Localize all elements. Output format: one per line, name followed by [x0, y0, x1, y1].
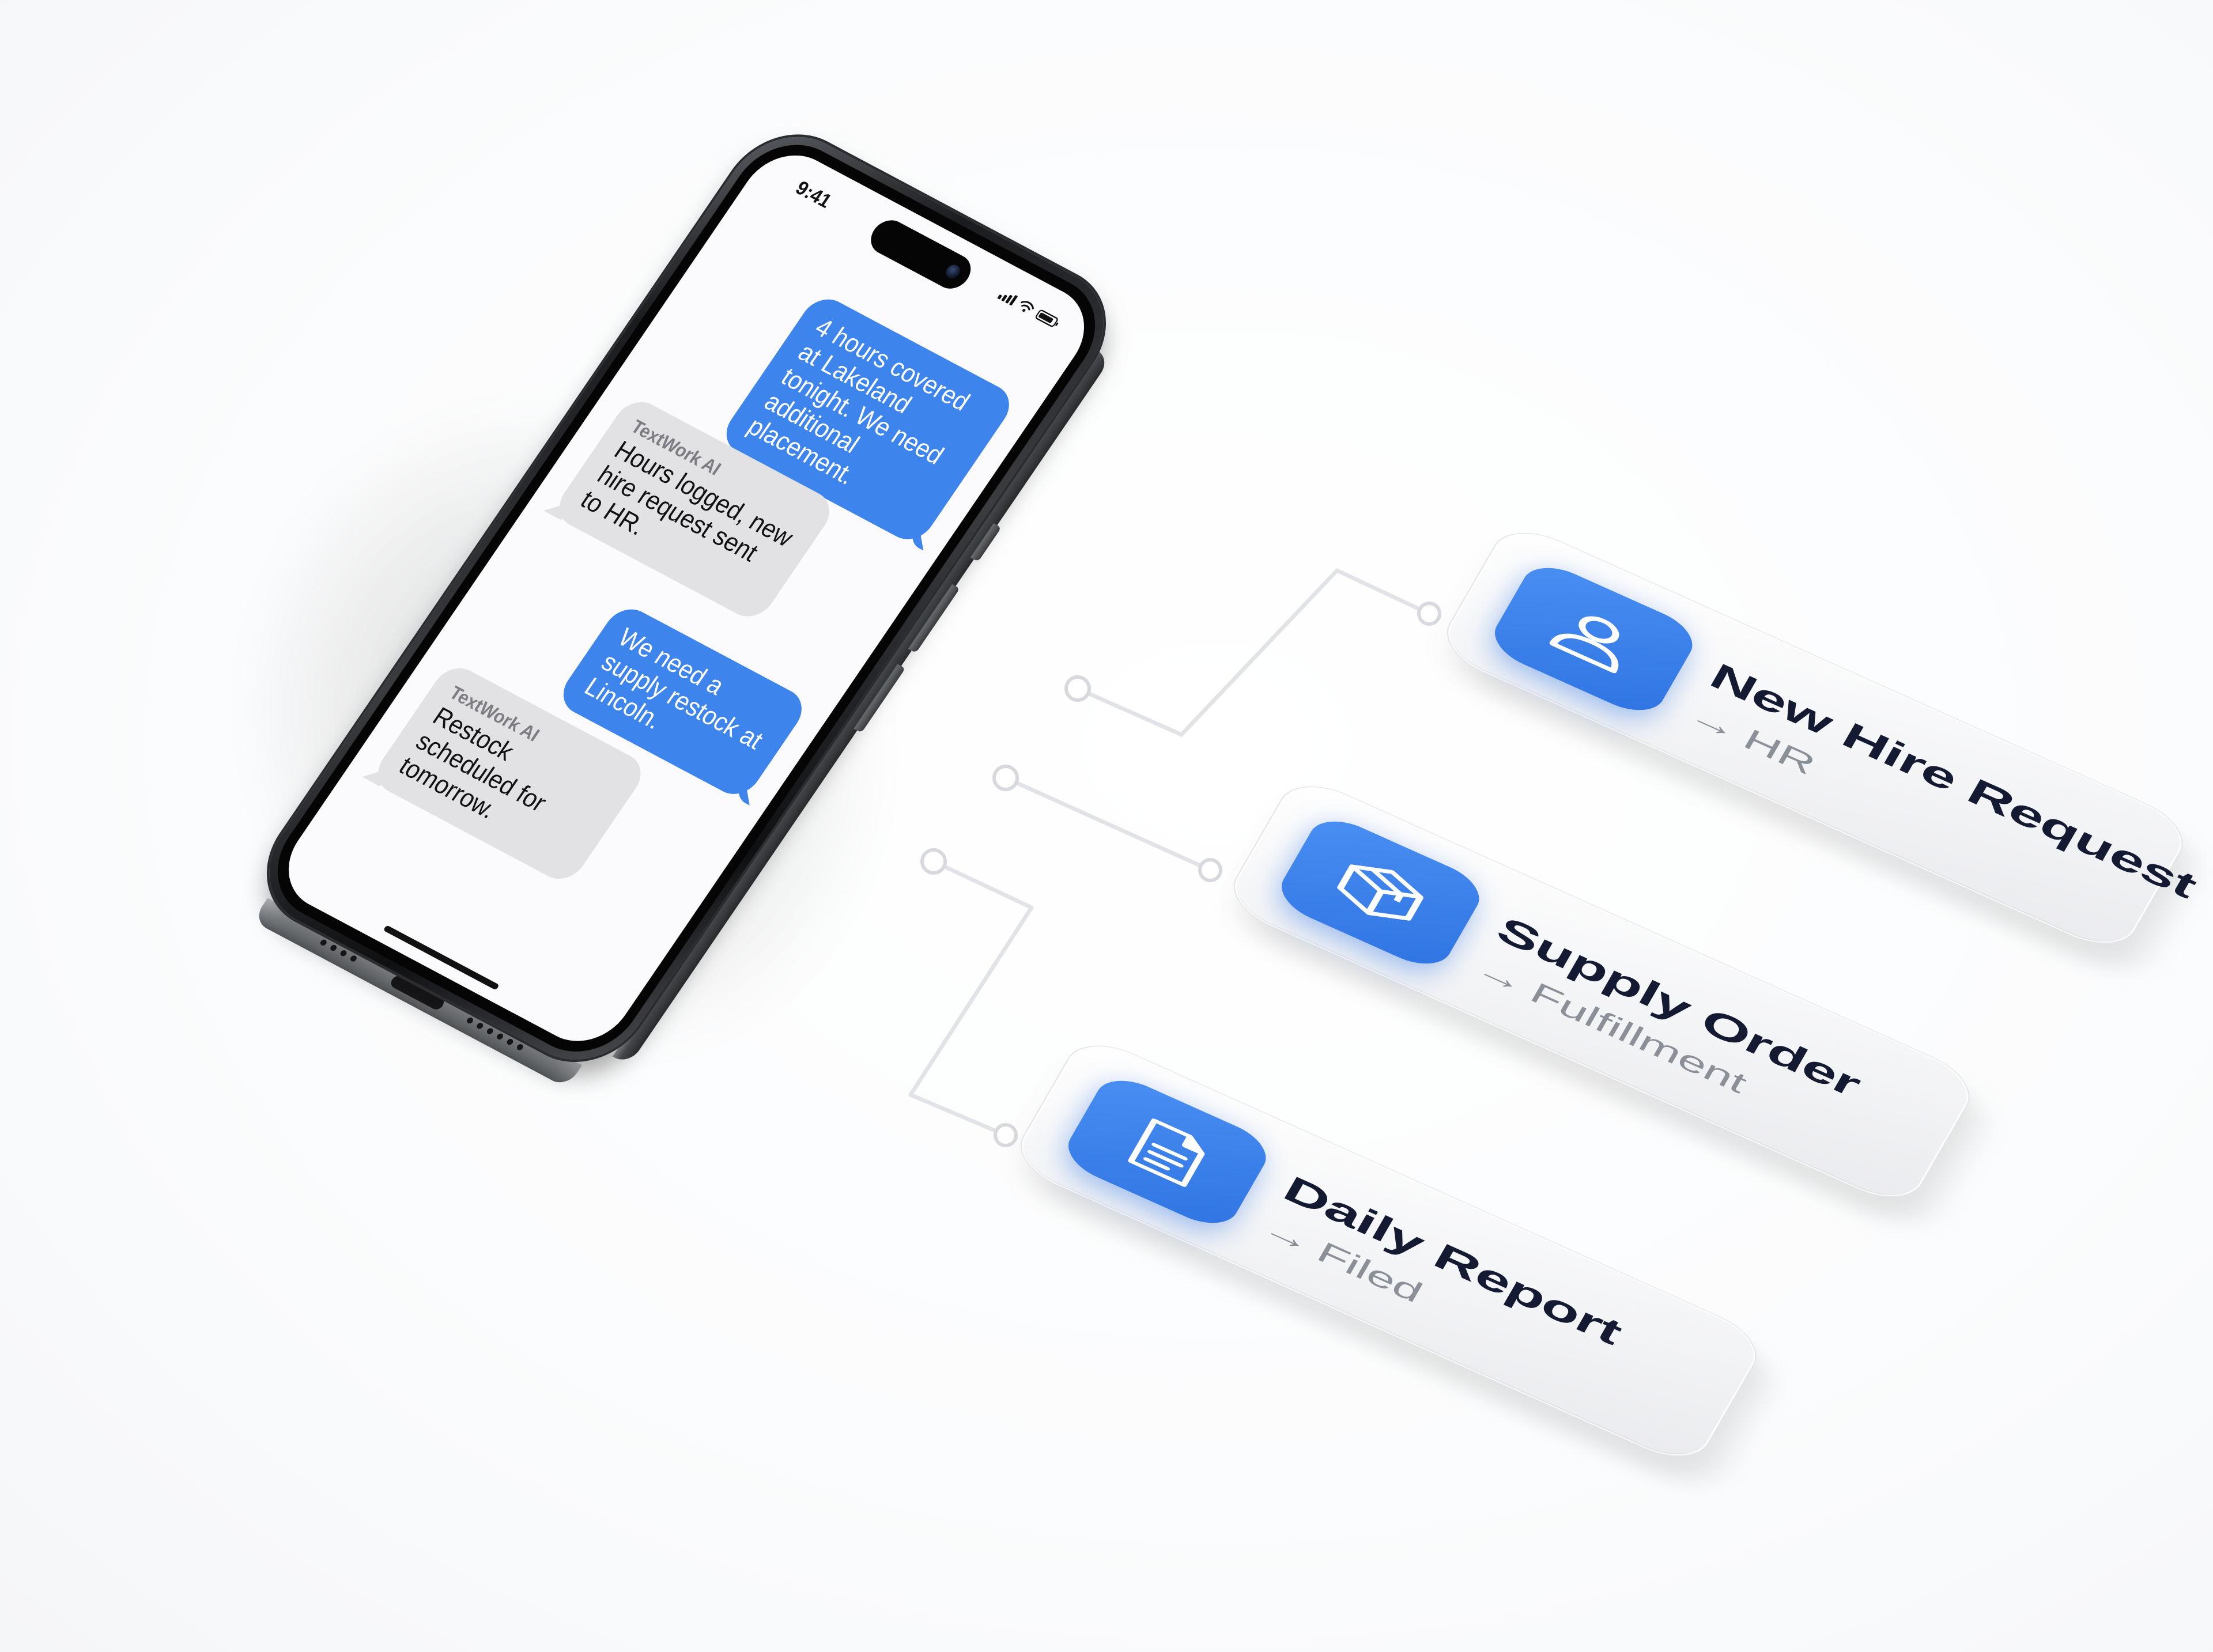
card-icon-tile: [1485, 557, 1703, 721]
message-text: We need a supply restock at Lincoln.: [579, 622, 769, 755]
status-time: 9:41: [791, 176, 836, 213]
workflow-card-new-hire[interactable]: New Hire Request →HR: [1434, 519, 2204, 980]
connector-supply-order: [1004, 776, 1211, 872]
package-box-icon: [1337, 864, 1424, 921]
connector-dot: [1064, 675, 1091, 702]
connector-dot: [920, 848, 947, 875]
workflow-card-supply-order[interactable]: Supply Order →Fulfillment: [1221, 772, 1991, 1234]
battery-icon: [1034, 308, 1059, 328]
connector-new-hire: [1077, 568, 1430, 737]
connector-dot: [992, 765, 1019, 791]
message-text: 4 hours covered at Lakeland tonight. We …: [742, 312, 976, 490]
connector-dot: [1417, 602, 1441, 626]
bubble-tail: [543, 492, 575, 520]
workflow-card-daily-report[interactable]: Daily Report →Filed: [1007, 1031, 1778, 1493]
person-icon: [1549, 616, 1619, 674]
card-icon-tile: [1271, 810, 1490, 975]
connector-dot: [1198, 858, 1222, 882]
bubble-tail: [732, 777, 763, 806]
front-camera: [943, 262, 963, 281]
card-icon-tile: [1058, 1069, 1277, 1234]
status-icons: [997, 288, 1059, 328]
bubble-tail: [362, 758, 393, 787]
cellular-signal-icon: [997, 289, 1018, 306]
wifi-icon: [1021, 301, 1034, 312]
document-icon: [1128, 1118, 1205, 1187]
phone-screen: 9:41 4 hours covered at Lakeland tonight…: [269, 139, 1104, 1057]
smartphone: 9:41 4 hours covered at Lakeland tonight…: [243, 115, 1130, 1088]
bubble-tail: [905, 522, 936, 551]
connector-dot: [994, 1123, 1018, 1147]
connector-daily-report: [908, 859, 1034, 1137]
